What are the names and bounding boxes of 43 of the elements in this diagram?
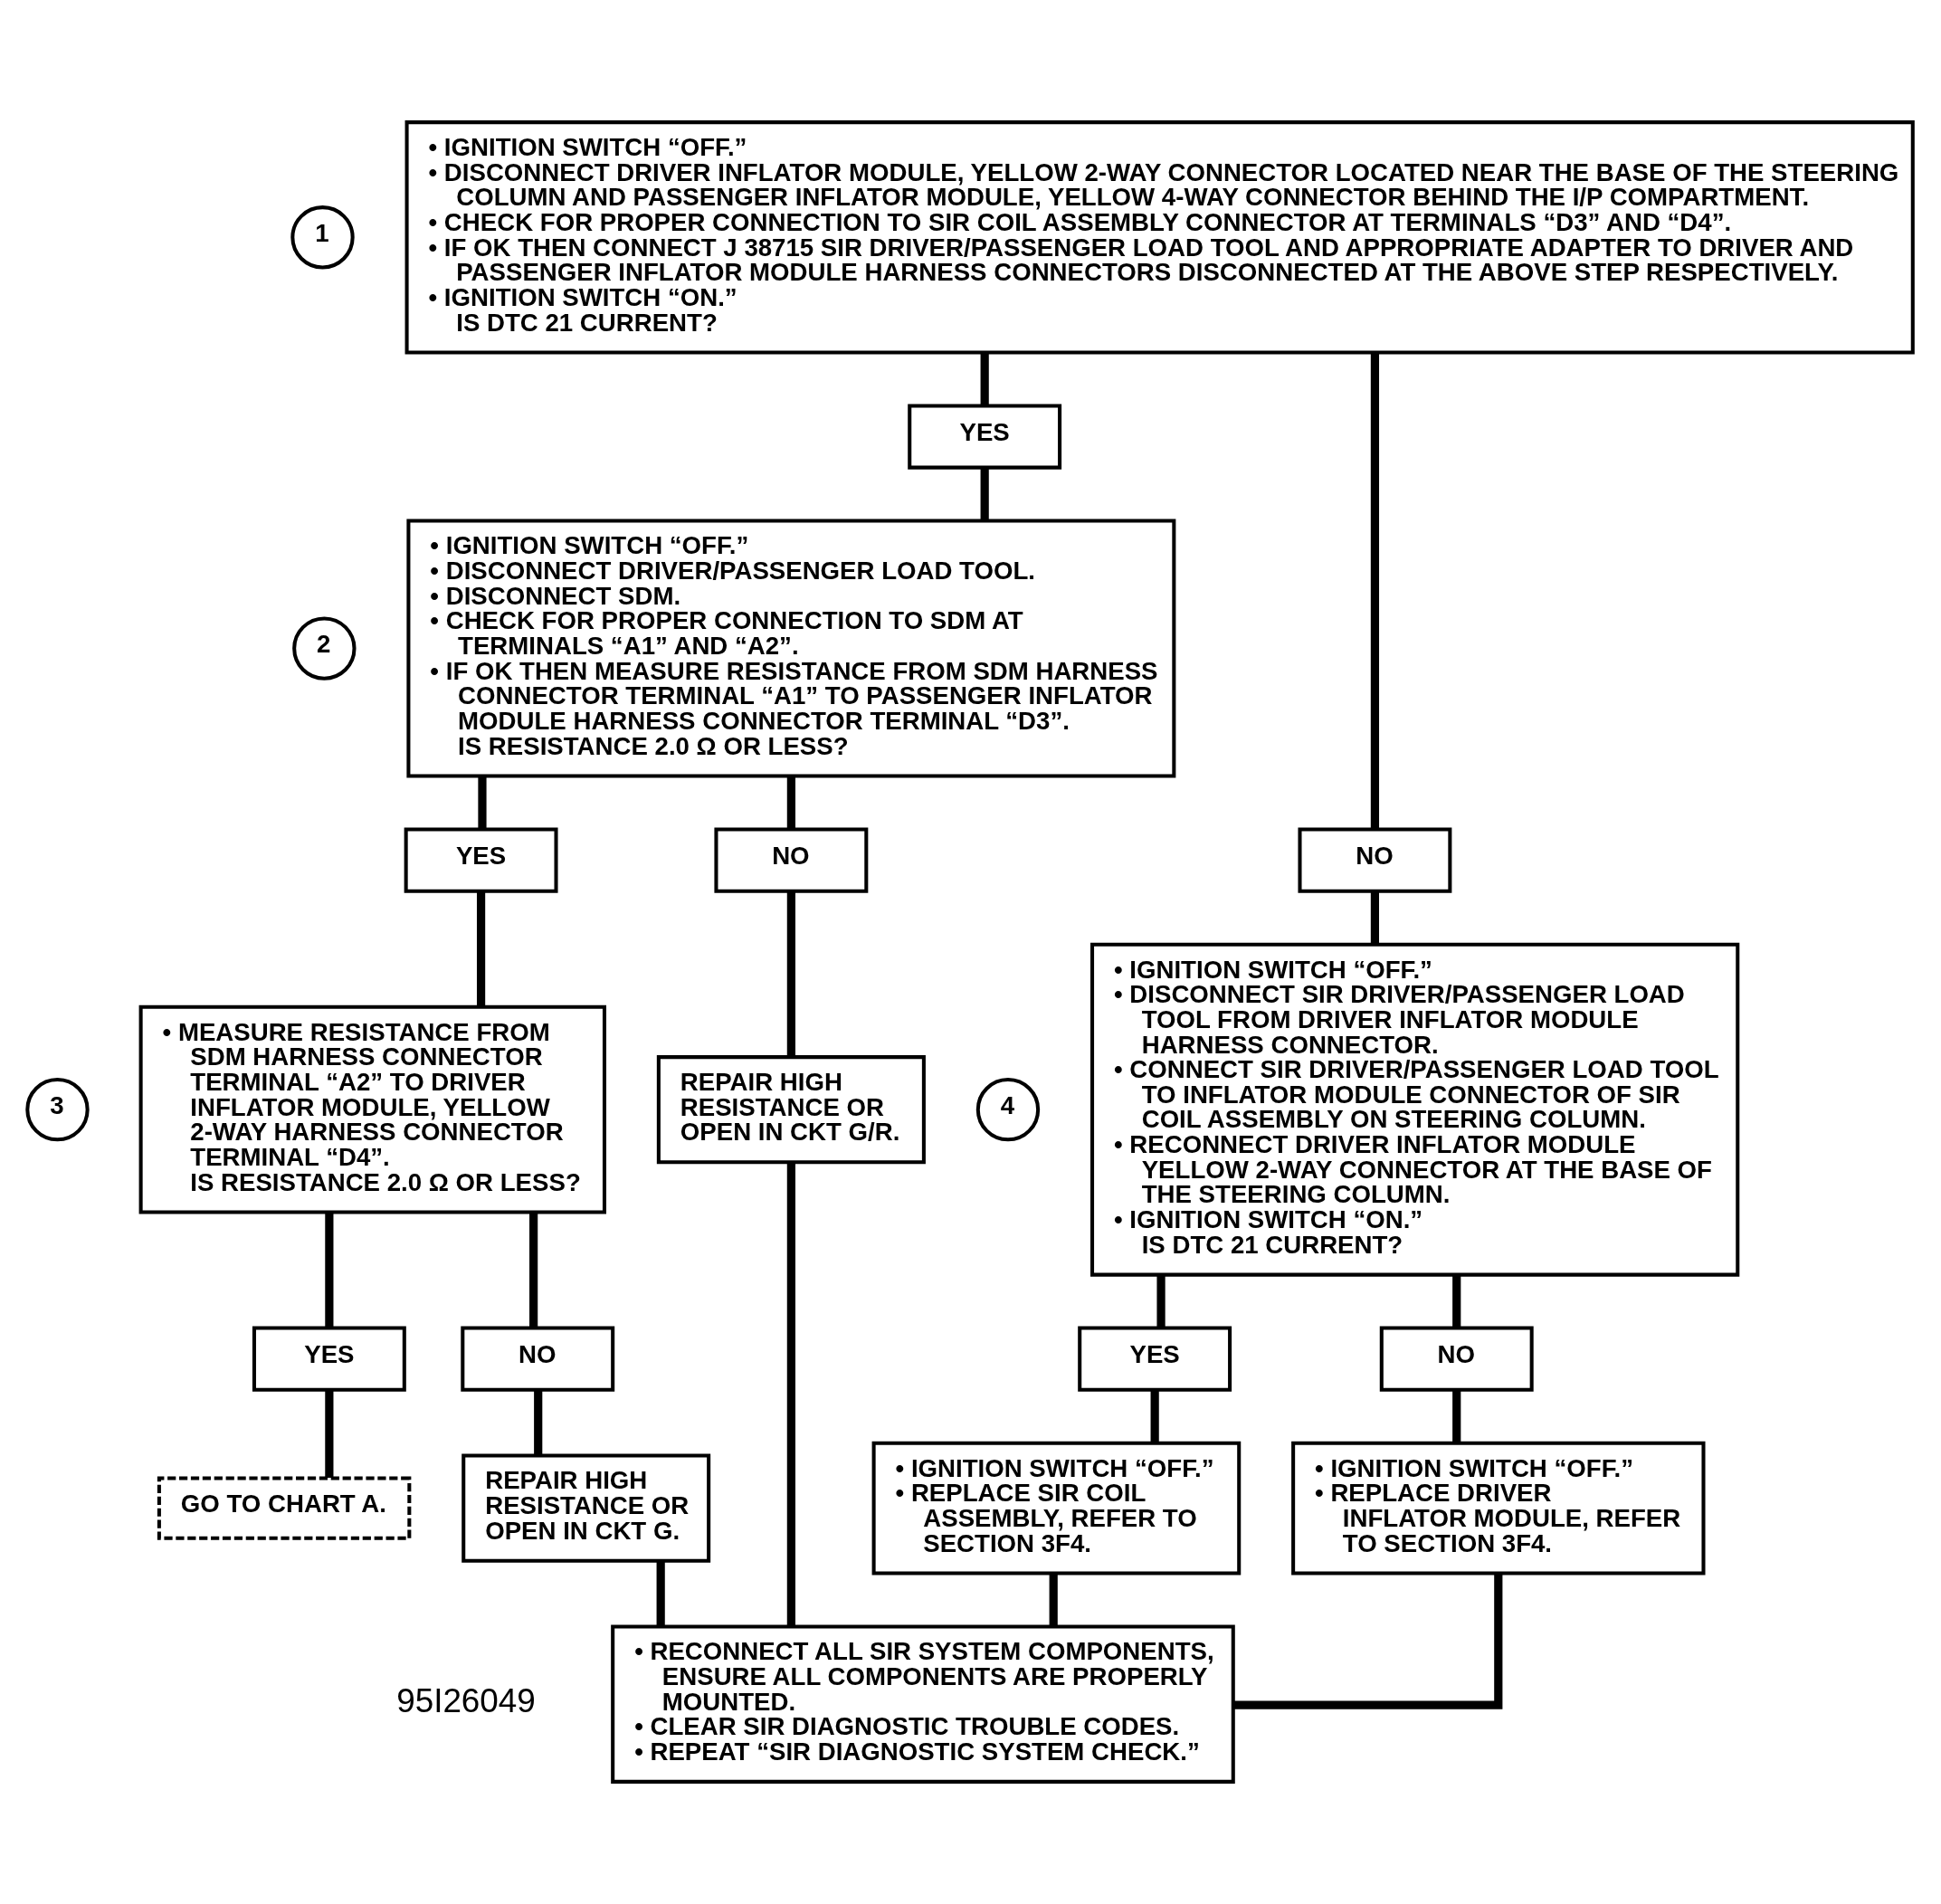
node-box: • IGNITION SWITCH “OFF.” • DISCONNECT DRIVER/PASSENGER LOAD TOOL. • DISCONNECT SDM. • CHECK FOR PROPER CONNECTION TO SDM AT TERMINALS “A1” AND “A2”. • IF OK THEN MEASURE RESISTANCE FROM SDM HARNESS CONNECTOR TERMINAL “A1” TO PASSENGER INFLATOR MODULE HARNESS CONNECTOR TERMINAL “D3”. IS RESISTANCE 2.0 Ω OR LESS? [406, 519, 1176, 778]
connector [786, 890, 795, 1057]
node-box: YES [252, 1326, 406, 1392]
connector [1452, 1275, 1461, 1328]
node-circle: 3 [25, 1077, 90, 1142]
node-circle: 1 [290, 205, 355, 270]
node-box: GO TO CHART A. [157, 1476, 412, 1540]
connector [786, 1162, 795, 1627]
node-box: REPAIR HIGH RESISTANCE OR OPEN IN CKT G. [461, 1453, 711, 1563]
connector [325, 1389, 334, 1479]
connector [478, 776, 487, 830]
connector [476, 890, 486, 1007]
node-box: • RECONNECT ALL SIR SYSTEM COMPONENTS, ENSURE ALL COMPONENTS ARE PROPERLY MOUNTED. • CLEAR SIR DIAGNOSTIC TROUBLE CODES. • REPEAT “SIR DIAGNOSTIC SYSTEM CHECK.” [611, 1624, 1235, 1784]
node-box: YES [404, 827, 558, 893]
connector [980, 352, 989, 405]
connector [656, 1561, 665, 1626]
node-box: NO [461, 1326, 615, 1392]
node-box: NO [1298, 827, 1452, 893]
node-box: NO [714, 827, 869, 893]
connector [529, 1212, 538, 1328]
node-box: YES [908, 404, 1062, 470]
node-circle: 4 [975, 1077, 1041, 1142]
node-box: • MEASURE RESISTANCE FROM SDM HARNESS CONNECTOR TERMINAL “A2” TO DRIVER INFLATOR MODULE, YELLOW 2-WAY HARNESS CONNECTOR TERMINAL “D4”. IS RESISTANCE 2.0 Ω OR LESS? [138, 1004, 606, 1214]
node-box: REPAIR HIGH RESISTANCE OR OPEN IN CKT G/R. [656, 1055, 926, 1165]
connector [1452, 1389, 1461, 1443]
label: 95I26049 [396, 1682, 536, 1720]
node-box: • IGNITION SWITCH “OFF.” • REPLACE DRIVER INFLATOR MODULE, REFER TO SECTION 3F4. [1291, 1441, 1706, 1576]
node-box: YES [1078, 1326, 1232, 1392]
connector [786, 776, 795, 830]
connector [1049, 1573, 1058, 1627]
connector [534, 1389, 543, 1456]
connector [1156, 1275, 1166, 1328]
node-box: • IGNITION SWITCH “OFF.” • DISCONNECT DRIVER INFLATOR MODULE, YELLOW 2-WAY CONNECTOR LOCATED NEAR THE BASE OF THE STEERING COLUMN AND PASSENGER INFLATOR MODULE, YELLOW 4-WAY CONNECTOR BEHIND THE I/P COMPARTMENT. • CHECK FOR PROPER CONNECTION TO SIR COIL ASSEMBLY CONNECTOR AT TERMINALS “D3” AND “D4”. • IF OK THEN CONNECT J 38715 SIR DRIVER/PASSENGER LOAD TOOL AND APPROPRIATE ADAPTER TO DRIVER AND PASSENGER INFLATOR MODULE HARNESS CONNECTORS DISCONNECTED AT THE ABOVE STEP RESPECTIVELY. • IGNITION SWITCH “ON.” IS DTC 21 CURRENT? [404, 120, 1915, 355]
node-box: • IGNITION SWITCH “OFF.” • DISCONNECT SIR DRIVER/PASSENGER LOAD TOOL FROM DRIVER INFLATOR MODULE HARNESS CONNECTOR. • CONNECT SIR DRIVER/PASSENGER LOAD TOOL TO INFLATOR MODULE CONNECTOR OF SIR COIL ASSEMBLY ON STEERING COLUMN. • RECONNECT DRIVER INFLATOR MODULE YELLOW 2-WAY CONNECTOR AT THE BASE OF THE STEERING COLUMN. • IGNITION SWITCH “ON.” IS DTC 21 CURRENT? [1090, 942, 1740, 1277]
connector [1370, 890, 1380, 945]
connector [325, 1212, 334, 1328]
node-circle: 2 [292, 616, 357, 681]
node-box: • IGNITION SWITCH “OFF.” • REPLACE SIR COIL ASSEMBLY, REFER TO SECTION 3F4. [871, 1441, 1242, 1576]
connector [1150, 1389, 1159, 1443]
connector [980, 468, 989, 521]
node-box: NO [1379, 1326, 1534, 1392]
connector [1233, 1574, 1503, 1709]
connector [1370, 353, 1380, 829]
